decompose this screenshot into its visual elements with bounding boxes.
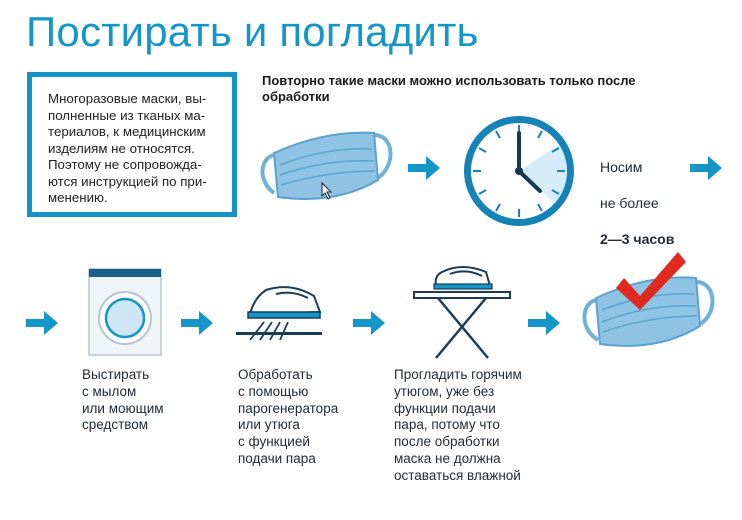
clean-mask-icon [582, 252, 715, 347]
page-title: Постирать и погладить [26, 8, 479, 55]
wear-duration-text: Носим не более 2—3 часов [600, 140, 674, 266]
arrow-right-icon [528, 311, 560, 335]
mask-icon [260, 131, 393, 200]
arrow-right-icon [408, 156, 440, 180]
wear-duration-value: 2—3 часов [600, 231, 675, 247]
reuse-note: Повторно такие маски можно использовать … [262, 73, 636, 104]
arrow-right-icon [690, 156, 722, 180]
checkmark-icon [616, 252, 686, 310]
arrow-right-icon [353, 311, 385, 335]
step-caption-wash: Выстирать с мылом или моющим средством [82, 367, 164, 433]
info-box: Многоразовые маски, вы- полненные из тка… [27, 72, 237, 217]
arrow-right-icon [26, 311, 58, 335]
washing-machine-icon [88, 268, 162, 356]
clock-icon [464, 116, 574, 226]
wear-line-1: Носим [600, 159, 643, 175]
wear-line-2: не более [600, 195, 659, 211]
step-caption-steam: Обработать с помощью парогенератора или … [238, 367, 339, 466]
ironing-board-icon [413, 266, 511, 359]
steam-iron-icon [236, 286, 322, 341]
arrow-right-icon [181, 311, 213, 335]
info-box-text: Многоразовые маски, вы- полненные из тка… [48, 91, 207, 205]
step-caption-iron: Прогладить горячим утюгом, уже без функц… [394, 367, 522, 483]
